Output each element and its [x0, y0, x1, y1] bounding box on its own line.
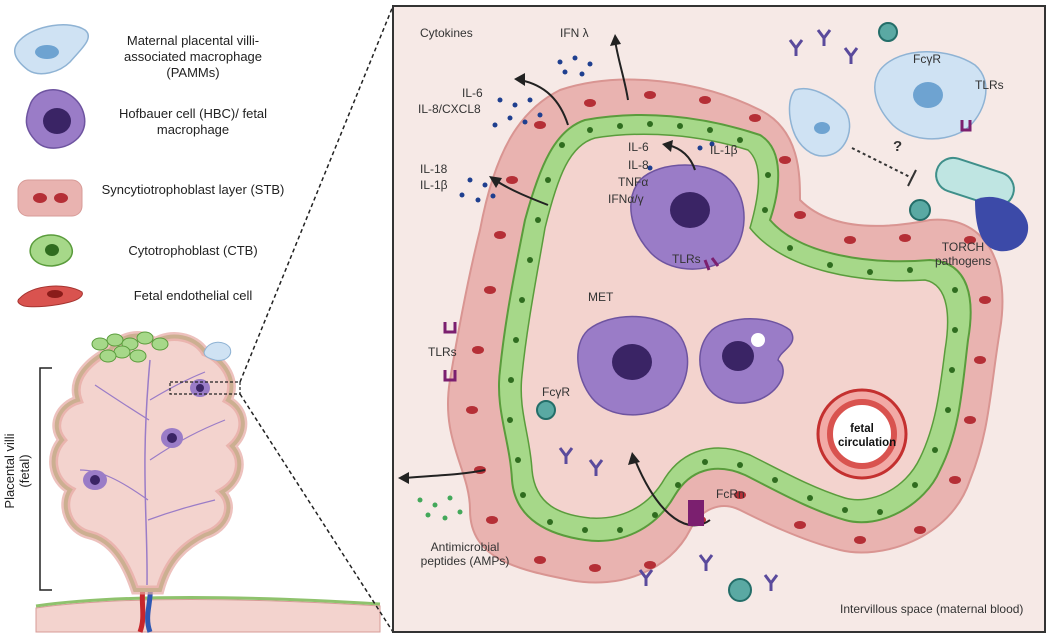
torch-label: TORCH pathogens [934, 240, 992, 268]
legend-ctb-icon [29, 234, 73, 267]
tlrs-pamm-label: TLRs [975, 78, 1004, 92]
receptors [443, 120, 972, 382]
il1b-inner-label: IL-1β [710, 143, 738, 157]
tlrs-left-label: TLRs [428, 345, 457, 359]
pamm-upper-right [874, 51, 987, 140]
zoom-line-top [239, 5, 394, 383]
legend-pamm-icon [13, 24, 90, 75]
legend-stb-label: Syncytiotrophoblast layer (STB) [101, 182, 285, 197]
hbc-lower-left [577, 315, 689, 416]
legend-hbc-label: Hofbauer cell (HBC)/ fetal macrophage [118, 106, 268, 137]
fetal-circulation-vessel [816, 388, 908, 480]
il8-inner-label: IL-8 [628, 158, 649, 172]
legend-hbc-icon [25, 89, 86, 149]
inhibition-bar [907, 169, 917, 187]
ifnag-label: IFNα/γ [608, 192, 644, 206]
met-label: MET [588, 290, 614, 304]
cytokines-label: Cytokines [420, 26, 473, 40]
antibodies [558, 29, 859, 591]
pamm-attached [788, 88, 851, 157]
legend-stb-icon [17, 179, 83, 217]
inhibition-line [851, 147, 913, 179]
il6-inner-label: IL-6 [628, 140, 649, 154]
fcrn-receptor [688, 500, 704, 526]
amps-label: Antimicrobial peptides (AMPs) [420, 540, 510, 568]
ifn-lambda-label: IFN λ [560, 26, 589, 40]
legend-pamm-label: Maternal placental villi-associated macr… [123, 33, 263, 80]
il8-cxcl8-label: IL-8/CXCL8 [418, 102, 481, 116]
fcgr-pamm-label: FcγR [913, 52, 941, 66]
placental-villi-tree [35, 331, 381, 633]
legend-endo-icon [17, 285, 83, 308]
amp-dots [417, 495, 463, 521]
il18-label: IL-18 [420, 162, 448, 176]
il1b-outer-label: IL-1β [420, 178, 448, 192]
intervillous-label: Intervillous space (maternal blood) [840, 602, 1024, 616]
zoom-line-bottom [239, 393, 394, 633]
arrowheads [398, 34, 673, 484]
cytokine-dots [459, 55, 715, 203]
fcgr-hbc-label: FcγR [542, 385, 570, 399]
villi-bracket [39, 367, 52, 591]
hbc-lower-right [699, 318, 794, 404]
torch-pathogens [536, 22, 1029, 602]
legend-ctb-label: Cytotrophoblast (CTB) [128, 243, 258, 258]
question-mark: ? [893, 138, 903, 155]
tnfa-label: TNFα [618, 175, 649, 189]
legend-endo-label: Fetal endothelial cell [133, 288, 253, 303]
fetal-circulation-label: fetal circulation [838, 423, 897, 449]
villi-label: Placental villi (fetal) [2, 433, 32, 509]
hbc-upper [630, 164, 745, 271]
tlrs-hbc-label: TLRs [672, 252, 701, 266]
il6-outer-label: IL-6 [462, 86, 483, 100]
fcrn-label: FcRn [716, 487, 745, 501]
